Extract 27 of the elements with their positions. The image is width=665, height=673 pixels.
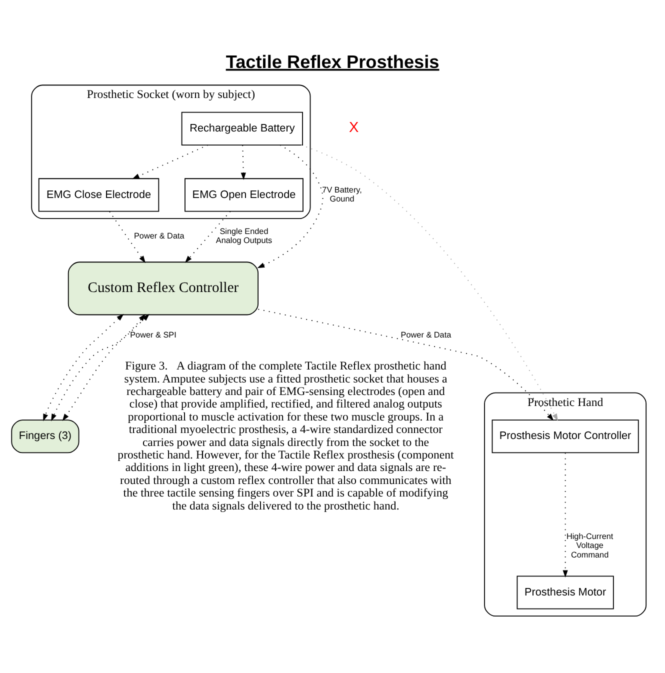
node-box: EMG Close Electrode <box>38 178 160 212</box>
arrow <box>258 308 554 420</box>
arrow <box>109 210 146 263</box>
arrow <box>43 313 124 421</box>
arrow <box>132 144 208 179</box>
arrow <box>62 313 150 421</box>
arrow <box>300 144 558 421</box>
diagram-title: Tactile Reflex Prosthesis <box>226 51 440 72</box>
node-box: Prosthesis Motor <box>516 575 614 609</box>
edge-label: Power & Data <box>400 330 452 340</box>
node-box: Custom Reflex Controller <box>68 261 259 315</box>
node-box: Prosthesis Motor Controller <box>492 419 639 453</box>
arrow <box>51 313 146 421</box>
caption: Figure 3. A diagram of the complete Tactile Reflex prosthetic hand system. Amputee subjects use a fitted prosthetic socket that houses a rechargeable battery and pair of EMG-sensing electrodes (open and close) that provide amplified, rectified, and filtered analog outputs proportional to muscle activation for these two muscle groups. In a traditional myoelectric prosthesis, a 4-wire standardized connector carries power and data signals directly from the socket to the prosthetic hand. However, for the Tactile Reflex prosthesis (component additions in light green), these 4-wire power and data signals are re-routed through a custom reflex controller that also communicates with the three tactile sensing fingers over SPI and is capable of modifying the data signals delivered to the prosthetic hand. <box>118 358 454 512</box>
arrow <box>257 144 324 268</box>
node-box: Fingers (3) <box>11 419 80 453</box>
label: X <box>348 120 359 136</box>
edge-label: Single Ended Analog Outputs <box>216 226 272 245</box>
edge-label: Power & Data <box>134 231 184 240</box>
edge-label: Power & SPI <box>130 330 176 340</box>
arrow <box>562 452 568 578</box>
arrow <box>184 210 231 262</box>
node-box: Rechargeable Battery <box>181 111 303 145</box>
edge-label: 7V Battery, Gound <box>322 184 362 203</box>
node-box: EMG Open Electrode <box>184 178 304 212</box>
edge-label: High-Current Voltage Command <box>566 532 614 559</box>
arrow <box>240 144 246 180</box>
